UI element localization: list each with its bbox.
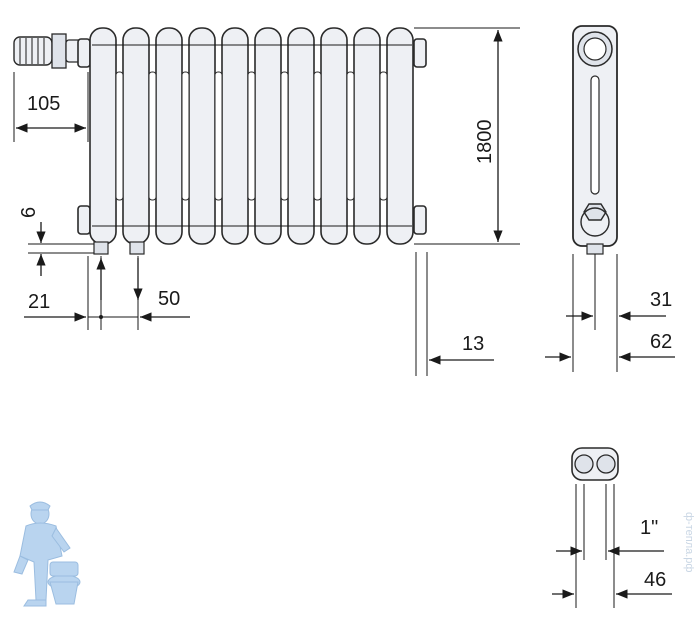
radiator-column <box>254 27 282 245</box>
top-left-plug <box>77 38 91 68</box>
bottom-left-plug <box>77 205 91 235</box>
dim-overhang: 105 <box>13 72 89 142</box>
radiator-column <box>89 27 117 245</box>
dim-inlet-offset-label: 21 <box>28 291 50 313</box>
bottom-right-plug <box>413 205 427 235</box>
dim-overhang-label: 105 <box>27 93 60 115</box>
dim-height: 1800 <box>414 27 520 245</box>
radiator-column <box>287 27 315 245</box>
dim-bottom-gap: 6 <box>18 207 94 276</box>
connector-detail: 1" 46 <box>552 447 672 608</box>
radiator-column <box>353 27 381 245</box>
dim-bottom-gap-label: 6 <box>18 207 40 218</box>
dim-inlet: 21 50 <box>24 256 190 330</box>
hex-nut-icon <box>583 203 607 221</box>
front-view: 105 1800 6 21 <box>13 27 520 376</box>
radiator-column <box>386 27 414 245</box>
inlet-stub <box>93 241 109 255</box>
dim-inlet-spacing-label: 50 <box>158 288 180 310</box>
radiator-column <box>122 27 150 245</box>
watermark-text: ф-тепла.рф <box>683 512 695 572</box>
dim-connector-width-label: 46 <box>644 569 666 591</box>
radiator-column <box>320 27 348 245</box>
dim-wall-gap-label: 13 <box>462 333 484 355</box>
radiator-columns <box>89 27 414 245</box>
dim-height-label: 1800 <box>474 120 496 165</box>
outlet-stub <box>129 241 145 255</box>
plumber-mascot-icon <box>13 501 81 607</box>
top-right-plug <box>413 38 427 68</box>
dim-column-width-label: 31 <box>650 289 672 311</box>
dim-wall-gap: 13 <box>415 252 494 376</box>
radiator-column <box>155 27 183 245</box>
side-view: 31 62 <box>545 25 675 372</box>
radiator-column <box>188 27 216 245</box>
thermostatic-valve-icon <box>13 33 87 69</box>
radiator-column <box>221 27 249 245</box>
dim-thread-label: 1" <box>640 517 658 539</box>
dim-total-depth-label: 62 <box>650 331 672 353</box>
